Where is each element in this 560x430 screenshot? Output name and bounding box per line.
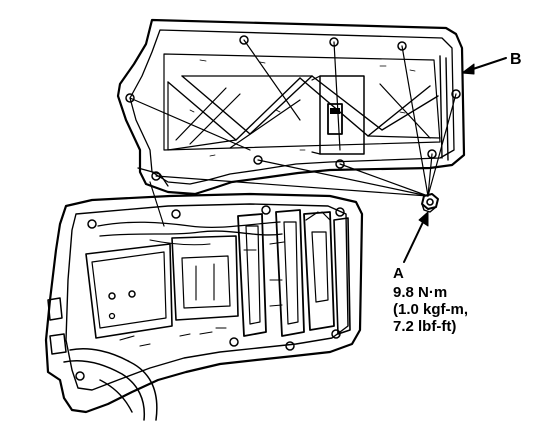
bolt-leader-lines [129, 39, 457, 227]
hex-nut-fastener [421, 193, 439, 213]
callout-label-b: B [510, 51, 522, 68]
callout-arrow-a [403, 211, 429, 263]
torque-spec: 9.8 N·m (1.0 kgf-m, 7.2 lbf-ft) [393, 284, 468, 335]
callout-arrow-b [461, 57, 507, 75]
torque-metric: 9.8 N·m [393, 284, 448, 301]
callout-label-a: A [393, 265, 404, 282]
module-assembly [44, 192, 364, 421]
torque-kgf: (1.0 kgf-m, [393, 301, 469, 318]
torque-imperial: 7.2 lbf-ft) [393, 318, 457, 335]
cover-plate [116, 18, 466, 196]
